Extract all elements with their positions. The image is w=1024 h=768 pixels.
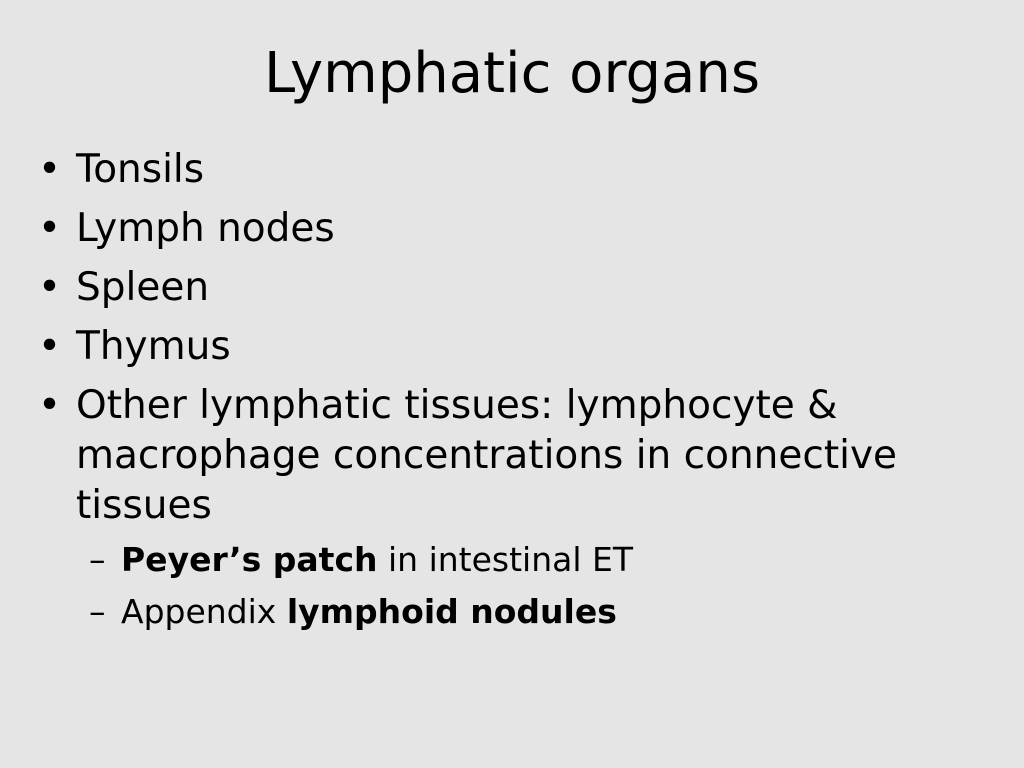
bullet-item-spleen: • Spleen xyxy=(38,263,988,313)
sub-item-text: in intestinal ET xyxy=(377,540,634,579)
bullet-dot-icon: • xyxy=(38,206,62,251)
bullet-text: Tonsils xyxy=(76,147,205,192)
bullet-dot-icon: • xyxy=(38,265,62,310)
sub-item-text: Appendix xyxy=(121,592,287,631)
slide-title: Lymphatic organs xyxy=(263,41,761,106)
sub-item-peyers-patch: – Peyer’s patch in intestinal ET xyxy=(76,539,988,581)
bullet-text: Lymph nodes xyxy=(76,206,335,251)
sub-item-appendix: – Appendix lymphoid nodules xyxy=(76,591,988,633)
bullet-item-lymph-nodes: • Lymph nodes xyxy=(38,204,988,254)
bullet-dot-icon: • xyxy=(38,324,62,369)
bullet-dot-icon: • xyxy=(38,383,62,428)
bullet-item-thymus: • Thymus xyxy=(38,322,988,372)
bullet-text: Thymus xyxy=(76,324,231,369)
bullet-dot-icon: • xyxy=(38,147,62,192)
sub-item-bold-text: Peyer’s patch xyxy=(121,540,378,579)
bullet-item-other-lymphatic-tissues: • Other lymphatic tissues: lymphocyte & … xyxy=(38,381,988,633)
sub-bullet-list: – Peyer’s patch in intestinal ET – Appen… xyxy=(76,539,988,633)
bullet-list: • Tonsils • Lymph nodes • Spleen • Thymu… xyxy=(38,145,988,643)
dash-marker-icon: – xyxy=(89,540,106,579)
sub-item-bold-text: lymphoid nodules xyxy=(286,592,617,631)
bullet-item-tonsils: • Tonsils xyxy=(38,145,988,195)
bullet-text: Other lymphatic tissues: lymphocyte & ma… xyxy=(76,383,898,528)
dash-marker-icon: – xyxy=(89,592,106,631)
bullet-text: Spleen xyxy=(76,265,210,310)
